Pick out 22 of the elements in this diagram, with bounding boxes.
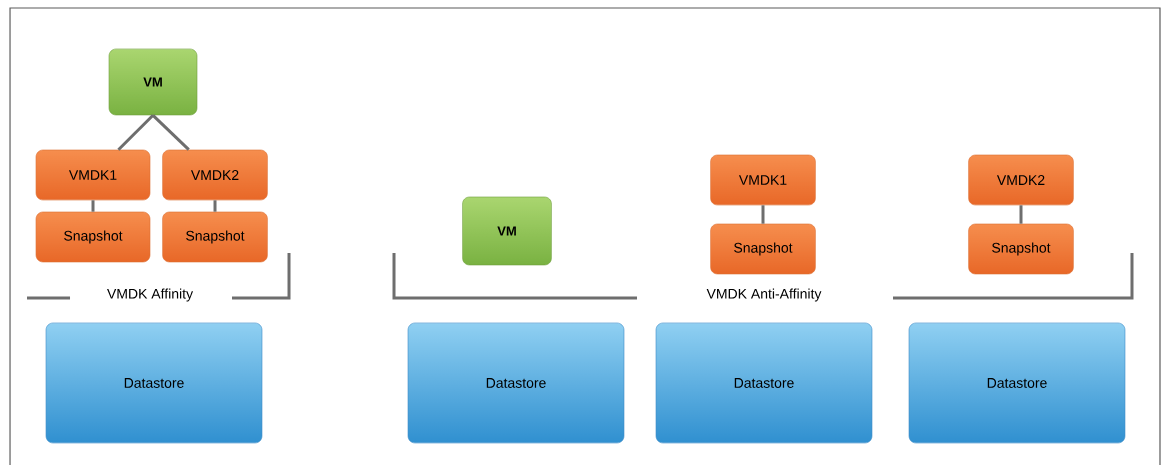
disk-box: Snapshot: [35, 211, 151, 263]
disk-box: VMDK1: [710, 154, 816, 206]
bracket-label: VMDK Affinity: [103, 285, 197, 305]
disk-box: Snapshot: [710, 223, 816, 275]
datastore-box: Datastore: [908, 322, 1126, 444]
datastore-box: Datastore: [407, 322, 625, 444]
connector-line: [1019, 205, 1023, 224]
connector-line: [213, 200, 217, 212]
disk-box: Snapshot: [968, 223, 1074, 275]
connector-line: [761, 205, 765, 224]
bracket-label: VMDK Anti-Affinity: [703, 285, 825, 305]
connector-line: [151, 114, 190, 151]
connector-line: [91, 200, 95, 212]
disk-box: VMDK1: [35, 149, 151, 201]
vm-box: VM: [462, 196, 552, 266]
disk-box: VMDK2: [162, 149, 268, 201]
disk-box: Snapshot: [162, 211, 268, 263]
vm-box: VM: [108, 48, 198, 116]
datastore-box: Datastore: [655, 322, 873, 444]
disk-box: VMDK2: [968, 154, 1074, 206]
datastore-box: Datastore: [45, 322, 263, 444]
connector-line: [117, 114, 155, 151]
